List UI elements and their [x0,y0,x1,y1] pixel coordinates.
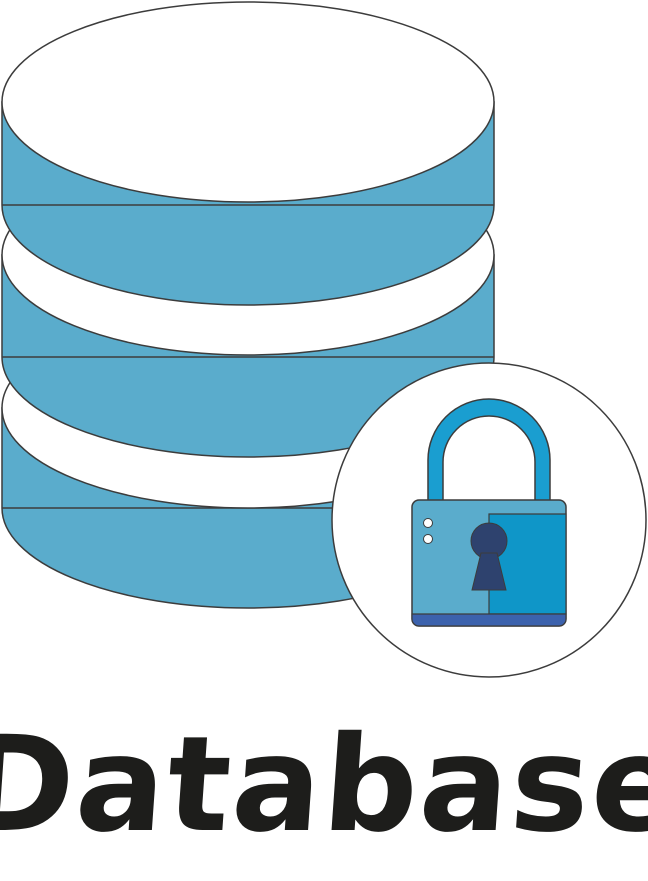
database-disk-top [1,1,495,306]
lock-badge [331,362,647,678]
padlock-base [411,613,567,627]
caption-title: Database [0,708,648,862]
database-illustration [1,1,647,678]
padlock-icon [411,398,567,627]
padlock-dot-top [423,518,433,528]
padlock-shackle [427,398,551,507]
keyhole-icon [470,522,508,591]
padlock-dot-bottom [423,534,433,544]
